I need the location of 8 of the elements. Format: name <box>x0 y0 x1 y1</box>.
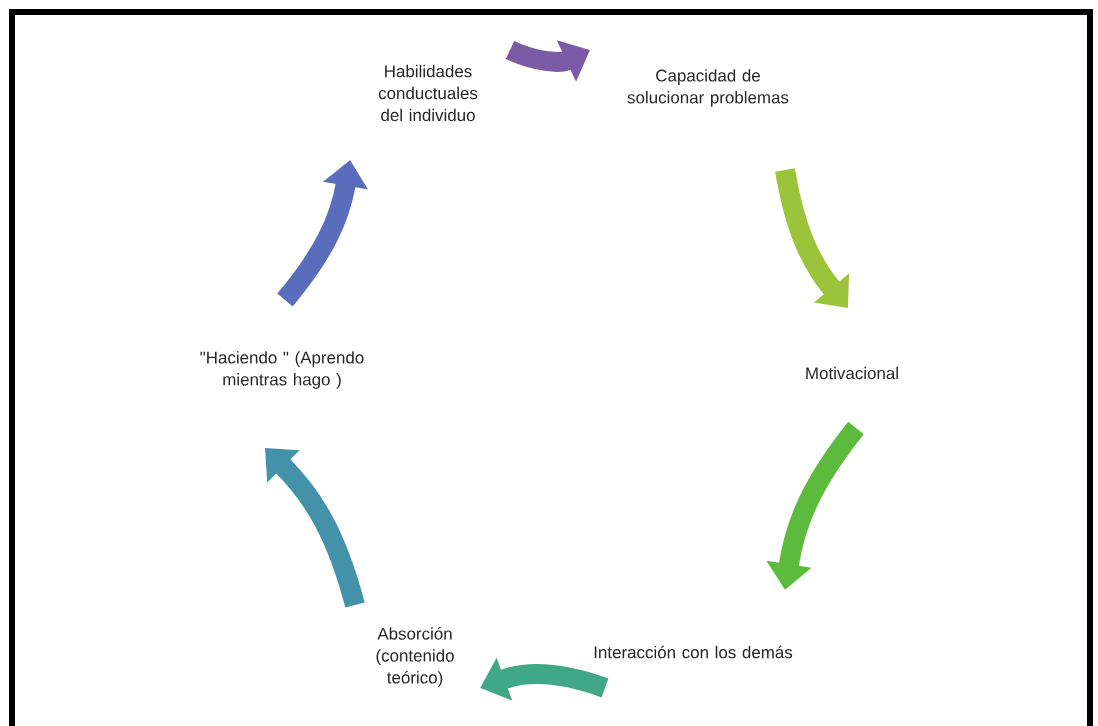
curved-arrow <box>775 168 850 308</box>
node-text: Absorción (contenido teórico) <box>376 627 454 687</box>
curved-arrow <box>265 448 365 608</box>
node-text: Habilidades conductuales del individuo <box>378 64 478 122</box>
node-text: Capacidad de solucionar problemas <box>627 69 789 107</box>
node-text: Motivacional <box>806 366 898 380</box>
node-text: "Haciendo " (Aprendo mientras hago ) <box>200 351 364 389</box>
node-text: Interacción con los demás <box>594 645 793 659</box>
